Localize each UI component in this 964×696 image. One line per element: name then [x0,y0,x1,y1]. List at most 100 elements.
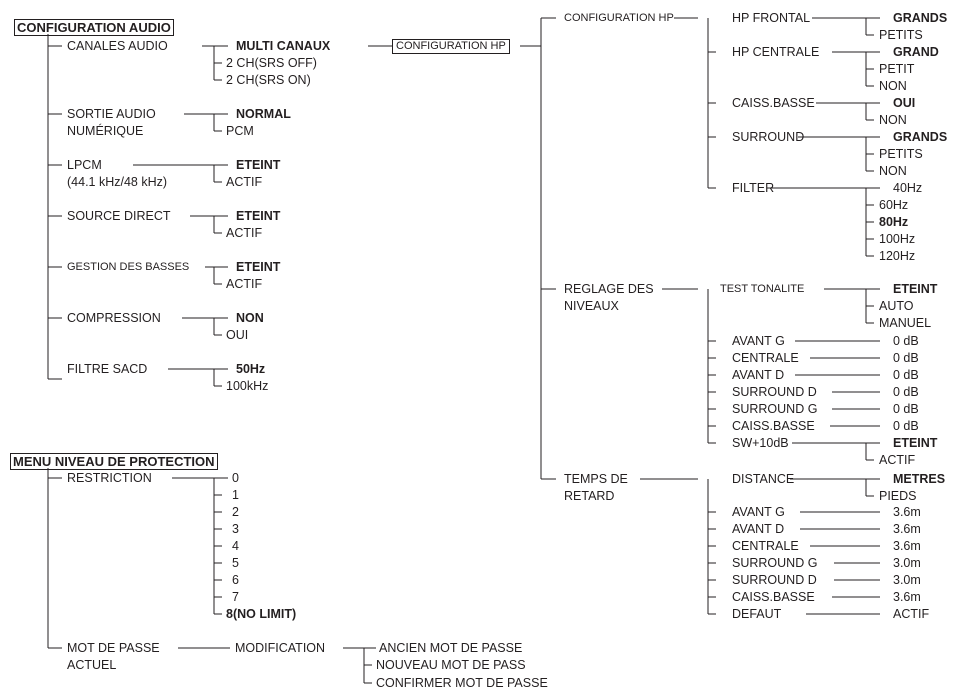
sw-option-actif[interactable]: ACTIF [879,453,916,467]
restriction-option-4[interactable]: 4 [232,539,239,553]
niveau-avant-g-label[interactable]: AVANT G [732,334,785,348]
retard-surround-d-label[interactable]: SURROUND D [732,573,817,587]
retard-centrale-label[interactable]: CENTRALE [732,539,799,553]
restriction-option-6[interactable]: 6 [232,573,239,587]
confirmer-mot-de-passe[interactable]: CONFIRMER MOT DE PASSE [376,676,548,690]
restriction-option-2[interactable]: 2 [232,505,239,519]
restriction-option-8-no-limit[interactable]: 8(NO LIMIT) [226,607,297,621]
niveau-centrale-label[interactable]: CENTRALE [732,351,799,365]
restriction-option-3[interactable]: 3 [232,522,239,536]
filter-option-40hz[interactable]: 40Hz [893,181,923,195]
niveau-caisson-basse-label[interactable]: CAISS.BASSE [732,419,815,433]
niveau-surround-d-label[interactable]: SURROUND D [732,385,817,399]
lpcm-label-line2: (44.1 kHz/48 kHz) [67,175,168,189]
caisson-option-non[interactable]: NON [879,113,907,127]
niveau-surround-g-label[interactable]: SURROUND G [732,402,818,416]
nouveau-mot-de-passe[interactable]: NOUVEAU MOT DE PASS [376,658,526,672]
canales-option-2ch-off[interactable]: 2 CH(SRS OFF) [226,56,317,70]
reglage-niveaux-label[interactable]: REGLAGE DES NIVEAUX [564,282,654,313]
filter-option-120hz[interactable]: 120Hz [879,249,916,263]
niveau-centrale-value: 0 dB [893,351,919,365]
niveau-surround-d-value: 0 dB [893,385,919,399]
frontal-option-grands[interactable]: GRANDS [893,11,948,25]
filtre-option-100khz[interactable]: 100kHz [226,379,269,393]
lpcm-label-line1: LPCM [67,158,102,172]
compression-label[interactable]: COMPRESSION [67,311,161,325]
test-tonalite-label[interactable]: TEST TONALITE [720,283,805,295]
test-option-manuel[interactable]: MANUEL [879,316,932,330]
retard-caisson-basse-label[interactable]: CAISS.BASSE [732,590,815,604]
retard-avant-g-value: 3.6m [893,505,921,519]
restriction-option-0[interactable]: 0 [232,471,239,485]
surround-option-non[interactable]: NON [879,164,907,178]
distance-option-pieds[interactable]: PIEDS [879,489,917,503]
retard-surround-d-value: 3.0m [893,573,921,587]
sortie-audio-label[interactable]: SORTIE AUDIO NUMÉRIQUE [67,107,156,138]
niveau-avant-g-value: 0 dB [893,334,919,348]
frontal-option-petits[interactable]: PETITS [879,28,923,42]
caisson-basse-label[interactable]: CAISS.BASSE [732,96,815,110]
compression-option-non[interactable]: NON [236,311,264,325]
restriction-option-7[interactable]: 7 [232,590,239,604]
canales-option-2ch-on[interactable]: 2 CH(SRS ON) [226,73,311,87]
sortie-option-pcm[interactable]: PCM [226,124,254,138]
mot-de-passe-label-line2: ACTUEL [67,658,117,672]
filter-label[interactable]: FILTER [732,181,775,195]
hp-frontal-label[interactable]: HP FRONTAL [732,11,811,25]
retard-surround-g-label[interactable]: SURROUND G [732,556,818,570]
retard-surround-g-value: 3.0m [893,556,921,570]
filter-option-100hz[interactable]: 100Hz [879,232,916,246]
source-option-eteint[interactable]: ETEINT [236,209,281,223]
distance-option-metres[interactable]: METRES [893,472,946,486]
ancien-mot-de-passe[interactable]: ANCIEN MOT DE PASSE [379,641,523,655]
source-direct-label[interactable]: SOURCE DIRECT [67,209,171,223]
lpcm-option-eteint[interactable]: ETEINT [236,158,281,172]
mot-de-passe-label[interactable]: MOT DE PASSE ACTUEL [67,641,160,672]
caisson-option-oui[interactable]: OUI [893,96,916,110]
restriction-option-1[interactable]: 1 [232,488,239,502]
source-option-actif[interactable]: ACTIF [226,226,263,240]
temps-retard-label-line2: RETARD [564,489,615,503]
filtre-sacd-label[interactable]: FILTRE SACD [67,362,148,376]
test-option-eteint[interactable]: ETEINT [893,282,938,296]
retard-avant-d-value: 3.6m [893,522,921,536]
filter-option-60hz[interactable]: 60Hz [879,198,909,212]
retard-avant-d-label[interactable]: AVANT D [732,522,785,536]
filter-option-80hz[interactable]: 80Hz [879,215,909,229]
compression-option-oui[interactable]: OUI [226,328,249,342]
test-option-auto[interactable]: AUTO [879,299,914,313]
canales-option-multi[interactable]: MULTI CANAUX [236,39,331,53]
gestion-basses-label[interactable]: GESTION DES BASSES [67,261,190,273]
restriction-option-5[interactable]: 5 [232,556,239,570]
modification-label[interactable]: MODIFICATION [235,641,326,655]
lpcm-option-actif[interactable]: ACTIF [226,175,263,189]
configuration-hp-link[interactable]: CONFIGURATION HP [392,39,510,54]
sortie-audio-label-line2: NUMÉRIQUE [67,124,144,138]
distance-label[interactable]: DISTANCE [732,472,795,486]
lpcm-label[interactable]: LPCM (44.1 kHz/48 kHz) [67,158,167,189]
niveau-avant-d-label[interactable]: AVANT D [732,368,785,382]
centrale-option-grand[interactable]: GRAND [893,45,939,59]
sortie-option-normal[interactable]: NORMAL [236,107,291,121]
surround-label[interactable]: SURROUND [732,130,805,144]
canales-audio-label[interactable]: CANALES AUDIO [67,39,168,53]
sw-10db-label[interactable]: SW+10dB [732,436,789,450]
menu-protection-title[interactable]: MENU NIVEAU DE PROTECTION [10,453,218,470]
retard-defaut-label[interactable]: DEFAUT [732,607,782,621]
centrale-option-non[interactable]: NON [879,79,907,93]
configuration-audio-title[interactable]: CONFIGURATION AUDIO [14,19,174,36]
filtre-option-50hz[interactable]: 50Hz [236,362,266,376]
restriction-label[interactable]: RESTRICTION [67,471,152,485]
temps-retard-label[interactable]: TEMPS DE RETARD [564,472,628,503]
surround-option-grands[interactable]: GRANDS [893,130,948,144]
hp-centrale-label[interactable]: HP CENTRALE [732,45,820,59]
sw-option-eteint[interactable]: ETEINT [893,436,938,450]
sortie-audio-label-line1: SORTIE AUDIO [67,107,156,121]
surround-option-petits[interactable]: PETITS [879,147,923,161]
centrale-option-petit[interactable]: PETIT [879,62,915,76]
gestion-option-actif[interactable]: ACTIF [226,277,263,291]
configuration-hp-label[interactable]: CONFIGURATION HP [564,12,674,24]
gestion-option-eteint[interactable]: ETEINT [236,260,281,274]
retard-avant-g-label[interactable]: AVANT G [732,505,785,519]
